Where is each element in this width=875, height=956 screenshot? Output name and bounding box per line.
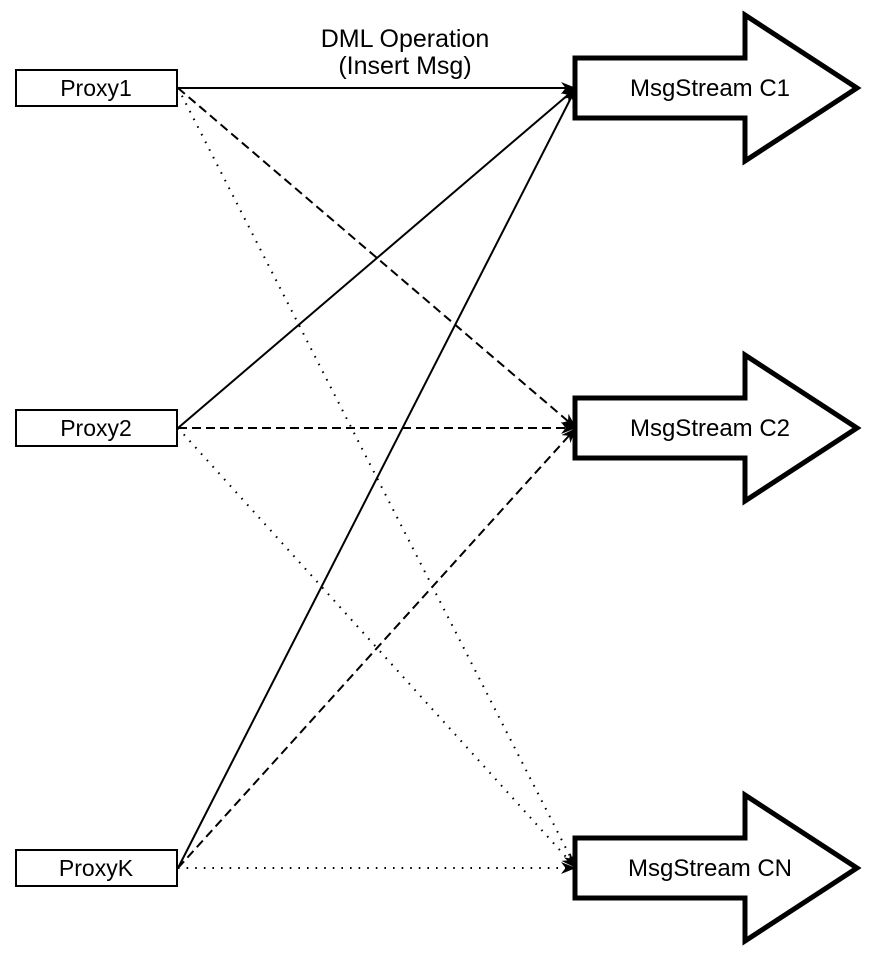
diagram-title-line2: (Insert Msg) (338, 52, 471, 80)
msgstream-c2-node: MsgStream C2 (572, 350, 862, 506)
edge-proxyK-to-c2 (177, 427, 577, 869)
diagram-title: DML Operation (Insert Msg) (321, 25, 490, 80)
proxy1-node: Proxy1 (15, 69, 178, 107)
msgstream-cn-label: MsgStream CN (628, 855, 792, 882)
proxyK-box (15, 849, 178, 887)
msgstream-cn-arrow-shape (572, 790, 862, 946)
proxy2-box (15, 409, 178, 447)
proxyK-node: ProxyK (15, 849, 178, 887)
edge-proxy1-to-c2 (177, 87, 577, 429)
proxy2-node: Proxy2 (15, 409, 178, 447)
msgstream-c1-label: MsgStream C1 (630, 75, 790, 102)
msgstream-cn-node: MsgStream CN (572, 790, 862, 946)
msgstream-c1-node: MsgStream C1 (572, 10, 862, 166)
msgstream-c2-arrow-shape (572, 350, 862, 506)
edge-proxy2-to-c1 (177, 87, 577, 429)
msgstream-c1-arrow-shape (572, 10, 862, 166)
edge-proxyK-to-c1 (177, 87, 577, 869)
proxy1-box (15, 69, 178, 107)
proxy2-label: Proxy2 (60, 415, 132, 441)
diagram-title-line1: DML Operation (321, 25, 490, 53)
edges-layer (177, 82, 577, 874)
msgstream-c2-label: MsgStream C2 (630, 415, 790, 442)
proxy1-label: Proxy1 (60, 75, 132, 101)
proxyK-label: ProxyK (59, 855, 134, 881)
